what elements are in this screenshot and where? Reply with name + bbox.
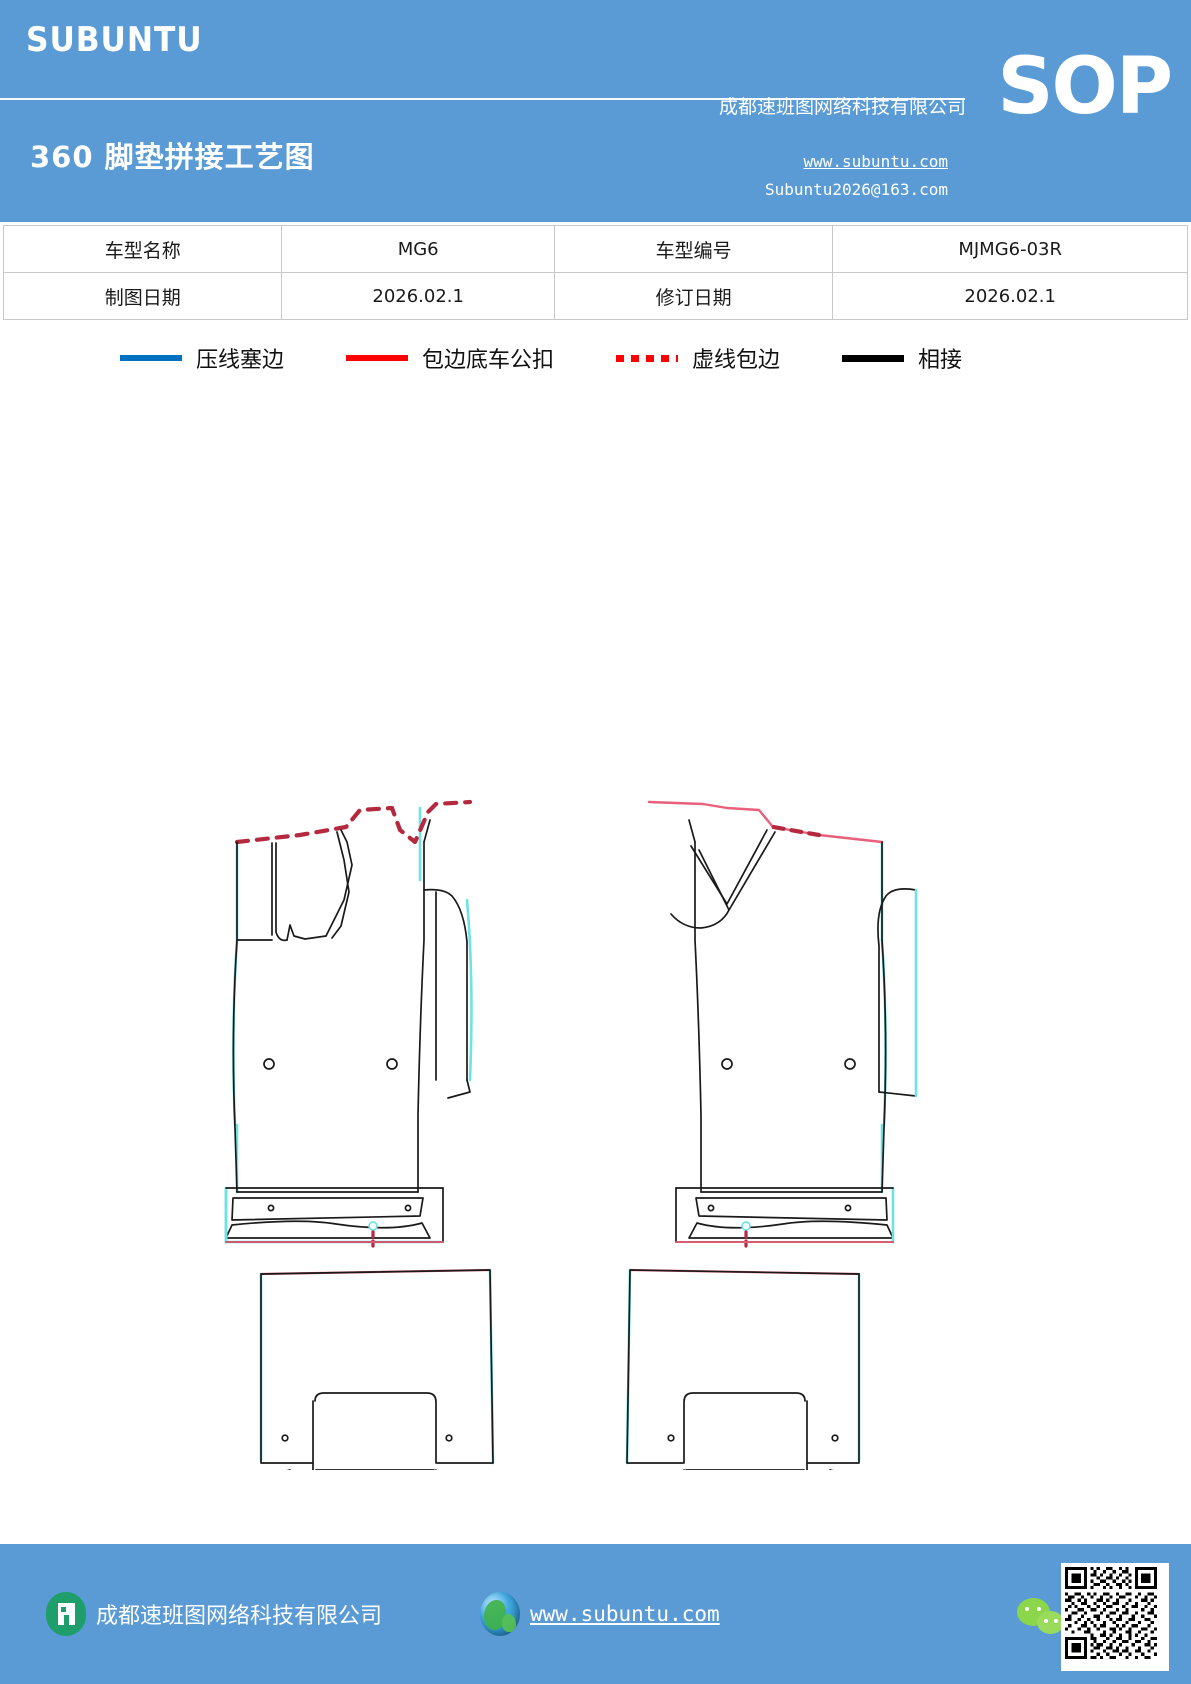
legend-label: 包边底车公扣 xyxy=(422,348,555,373)
legend-item-dashed-binding: 虚线包边 xyxy=(616,342,780,374)
front-right-mat xyxy=(647,800,918,1248)
front-left-mat xyxy=(224,799,473,1248)
header-company-name: 成都速班图网络科技有限公司 xyxy=(718,96,966,118)
cell-revision-date-label: 修订日期 xyxy=(553,272,834,320)
header-website-link[interactable]: www.subuntu.com xyxy=(803,152,949,171)
floor-mat-drawing xyxy=(0,380,1191,1544)
grommet-hole xyxy=(844,1058,856,1070)
rear-left-mat xyxy=(259,1268,495,1470)
rear-right-mat xyxy=(625,1268,861,1470)
cell-model-name-label: 车型名称 xyxy=(2,225,283,273)
table-row: 车型名称 MG6 车型编号 MJMG6-03R xyxy=(2,225,1188,273)
wechat-icon xyxy=(1017,1598,1073,1638)
legend: 压线塞边 包边底车公扣 虚线包边 相接 xyxy=(120,320,1191,380)
page-footer: 成都速班图网络科技有限公司 www.subuntu.com xyxy=(0,1544,1191,1684)
cell-revision-date-value: 2026.02.1 xyxy=(832,272,1188,320)
grommet-hole xyxy=(445,1434,453,1442)
grommet-hole xyxy=(263,1058,275,1070)
legend-item-binding-buckle: 包边底车公扣 xyxy=(346,342,554,374)
grommet-hole xyxy=(831,1434,839,1442)
dashed-line-swatch-icon xyxy=(616,354,679,362)
building-icon xyxy=(46,1592,86,1636)
qr-code-icon xyxy=(1061,1563,1169,1671)
legend-label: 相接 xyxy=(918,348,963,373)
footer-company: 成都速班图网络科技有限公司 xyxy=(46,1592,382,1636)
cell-model-code-value: MJMG6-03R xyxy=(832,225,1188,273)
floor-mat-technical-drawing xyxy=(224,799,918,1470)
header-email[interactable]: Subuntu2026@163.com xyxy=(764,180,948,199)
footer-website-link[interactable]: www.subuntu.com xyxy=(530,1602,720,1626)
solid-line-swatch-icon xyxy=(346,355,409,361)
legend-item-joint: 相接 xyxy=(842,342,962,374)
footer-company-name: 成都速班图网络科技有限公司 xyxy=(96,1604,383,1629)
cell-model-code-label: 车型编号 xyxy=(553,225,834,273)
grommet-hole xyxy=(721,1058,733,1070)
subuntu-logo: SUBUNTU xyxy=(26,20,203,60)
page-header: SUBUNTU 360 脚垫拼接工艺图 SOP 成都速班图网络科技有限公司 ww… xyxy=(0,0,1191,222)
legend-label: 虚线包边 xyxy=(692,348,781,373)
grommet-hole xyxy=(404,1204,412,1212)
cell-draw-date-label: 制图日期 xyxy=(2,272,283,320)
sop-badge: SOP xyxy=(997,42,1173,132)
grommet-hole xyxy=(707,1204,715,1212)
cell-model-name-value: MG6 xyxy=(281,225,555,273)
grommet-hole xyxy=(667,1434,675,1442)
table-row: 制图日期 2026.02.1 修订日期 2026.02.1 xyxy=(2,272,1188,320)
footer-website[interactable]: www.subuntu.com xyxy=(480,1592,720,1636)
grommet-hole xyxy=(267,1204,275,1212)
cell-draw-date-value: 2026.02.1 xyxy=(281,272,555,320)
header-divider xyxy=(0,98,965,100)
grommet-hole xyxy=(741,1221,751,1231)
grommet-hole xyxy=(368,1221,378,1231)
legend-label: 压线塞边 xyxy=(196,348,285,373)
vehicle-info-table: 车型名称 MG6 车型编号 MJMG6-03R 制图日期 2026.02.1 修… xyxy=(2,225,1188,320)
grommet-hole xyxy=(281,1434,289,1442)
page-title: 360 脚垫拼接工艺图 xyxy=(30,140,315,174)
globe-icon xyxy=(480,1592,520,1636)
grommet-hole xyxy=(386,1058,398,1070)
grommet-hole xyxy=(844,1204,852,1212)
solid-line-swatch-icon xyxy=(842,354,905,362)
solid-line-swatch-icon xyxy=(120,355,182,361)
legend-item-stitch-edge: 压线塞边 xyxy=(120,342,284,374)
